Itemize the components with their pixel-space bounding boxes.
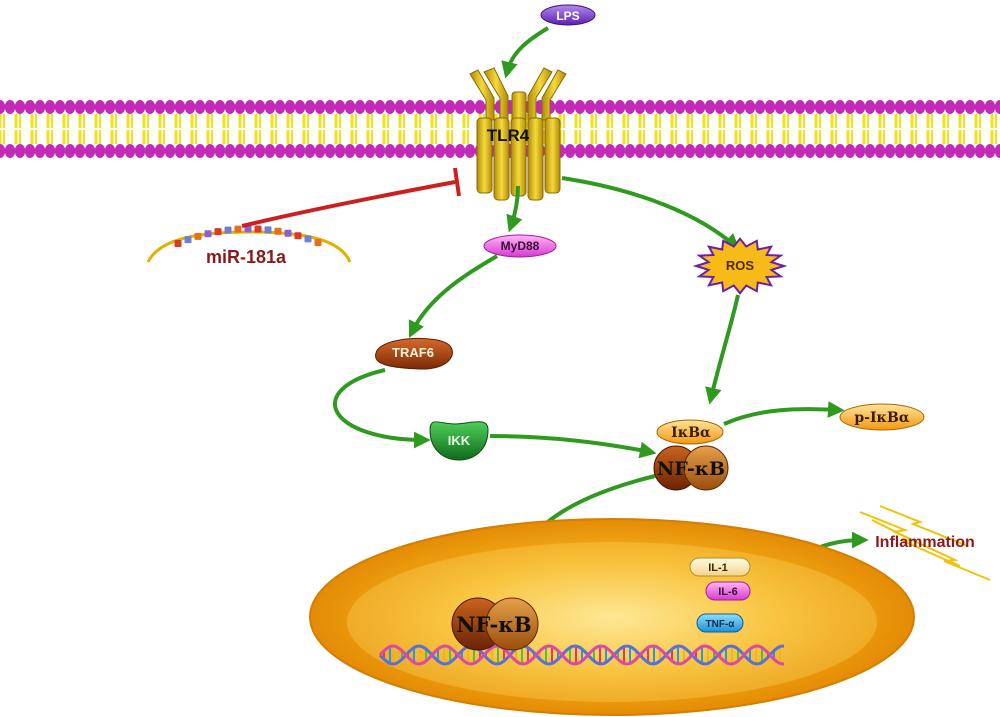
ros-label: ROS [726, 258, 755, 273]
arrow-myd88-traf6 [408, 254, 499, 339]
arrow-lps-tlr4 [501, 26, 550, 79]
inflammation-bolt-icon [859, 505, 991, 581]
myd88-node [483, 234, 557, 258]
lps-label: LPS [556, 9, 579, 23]
nucleus-inner [347, 542, 877, 702]
tlr4-label: TLR4 [487, 126, 530, 145]
mir-181a-label: miR-181a [206, 247, 287, 267]
arrow-tlr4-myd88 [506, 185, 523, 233]
il-6-node [705, 581, 751, 601]
nfkb-cytoplasm-complex [653, 445, 729, 491]
p-ikba-node [839, 403, 925, 431]
tlr4-receptor [469, 67, 567, 201]
arrow-ros-ikba [705, 294, 740, 405]
tnf-alpha-node [696, 613, 744, 633]
il-1-node [689, 557, 751, 577]
arrow-ikba-pikba [723, 401, 845, 426]
arrow-tlr4-ros [561, 176, 741, 251]
ikba-node [656, 419, 724, 445]
il-6-label: IL-6 [718, 586, 738, 598]
inhibition-bar [453, 167, 461, 197]
ikba-label: IκBα [671, 425, 711, 441]
ikk-label: IKK [448, 433, 471, 448]
arrow-ikk-nfkb [489, 434, 657, 459]
traf6-label: TRAF6 [392, 345, 434, 360]
myd88-label: MyD88 [501, 239, 540, 253]
dna-helix [378, 644, 784, 666]
nfkb-nucleus-complex [451, 597, 539, 651]
il-1-label: IL-1 [708, 562, 728, 574]
mir-181a-strand [146, 225, 352, 263]
nfkb-cytoplasm-label: NF-κB [657, 458, 725, 480]
inflammation-label: Inflammation [875, 534, 975, 551]
lps-node [540, 4, 596, 26]
nfkb-nucleus-label: NF-κB [456, 612, 531, 637]
ikk-node [429, 421, 489, 461]
tnf-alpha-label: TNF-α [706, 619, 736, 630]
p-ikba-label: p-IκBα [854, 410, 909, 426]
arrow-traf6-ikk [333, 368, 431, 449]
inhibition-line [241, 180, 456, 228]
ros-node [692, 237, 788, 295]
traf6-node [375, 337, 453, 370]
